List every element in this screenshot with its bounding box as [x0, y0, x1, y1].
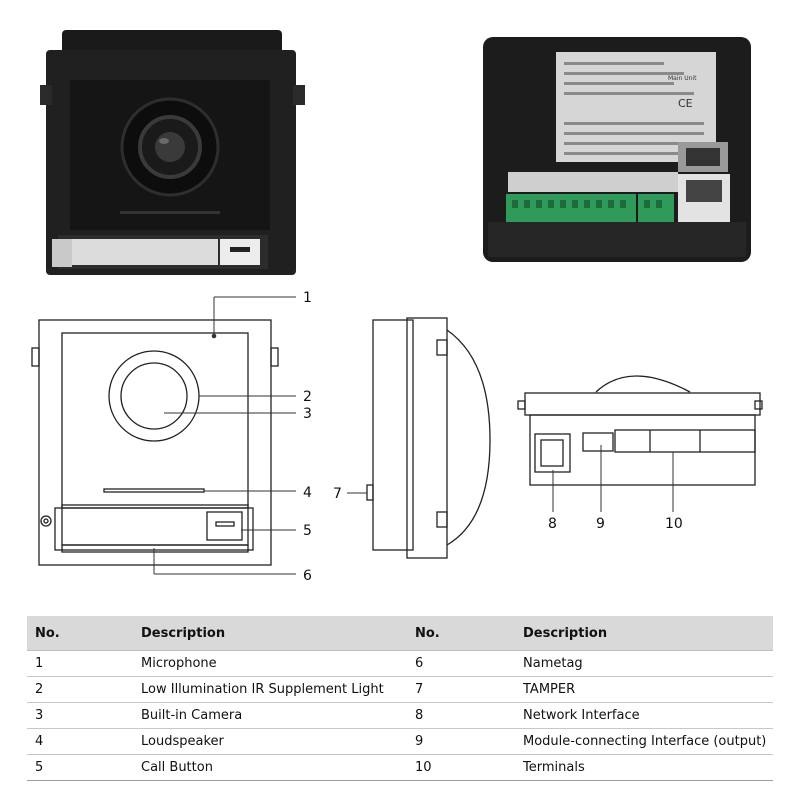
ce-mark: CE: [678, 97, 693, 110]
table-cell: TAMPER: [515, 676, 773, 703]
table-cell: 8: [407, 702, 515, 729]
table-cell: Nametag: [515, 650, 773, 677]
header-no: No.: [27, 616, 133, 651]
table-cell: Microphone: [133, 650, 407, 677]
rear-view: [517, 375, 763, 486]
front-photo: [40, 30, 305, 275]
table-cell: 5: [27, 754, 133, 781]
rear-main-unit-label: Main Unit: [668, 75, 697, 82]
table-cell: 7: [407, 676, 515, 703]
diagram-drawings: 1 2 3 4 5 6 7 8 9 10: [31, 290, 763, 584]
table-row: 2 Low Illumination IR Supplement Light 7…: [27, 676, 773, 703]
table-cell: Network Interface: [515, 702, 773, 729]
front-view: [31, 319, 279, 566]
table-cell: Terminals: [515, 754, 773, 781]
table-cell: 9: [407, 728, 515, 755]
callout-10: 10: [665, 516, 683, 532]
callout-4: 4: [303, 485, 312, 501]
header-description: Description: [515, 616, 773, 651]
table-cell: 2: [27, 676, 133, 703]
table-row: 3 Built-in Camera 8 Network Interface: [27, 702, 773, 729]
table-cell: 1: [27, 650, 133, 677]
callout-9: 9: [596, 516, 605, 532]
side-view: [366, 317, 491, 559]
table-cell: 6: [407, 650, 515, 677]
description-table: No. Description No. Description 1 Microp…: [27, 616, 773, 781]
callout-1: 1: [303, 290, 312, 306]
table-header-row: No. Description No. Description: [27, 616, 773, 651]
table-row: 4 Loudspeaker 9 Module-connecting Interf…: [27, 728, 773, 755]
table-cell: Low Illumination IR Supplement Light: [133, 676, 407, 703]
table-row: 5 Call Button 10 Terminals: [27, 754, 773, 781]
callout-8: 8: [548, 516, 557, 532]
callout-7: 7: [333, 486, 342, 502]
rear-photo: Main Unit CE: [483, 37, 751, 262]
table-cell: 3: [27, 702, 133, 729]
table-cell: Call Button: [133, 754, 407, 781]
callout-3: 3: [303, 406, 312, 422]
table-cell: Module-connecting Interface (output): [515, 728, 773, 755]
callout-6: 6: [303, 568, 312, 584]
table-cell: 10: [407, 754, 515, 781]
header-no: No.: [407, 616, 515, 651]
table-cell: 4: [27, 728, 133, 755]
callout-2: 2: [303, 389, 312, 405]
table-cell: Loudspeaker: [133, 728, 407, 755]
callout-5: 5: [303, 523, 312, 539]
header-description: Description: [133, 616, 407, 651]
table-cell: Built-in Camera: [133, 702, 407, 729]
table-row: 1 Microphone 6 Nametag: [27, 650, 773, 677]
